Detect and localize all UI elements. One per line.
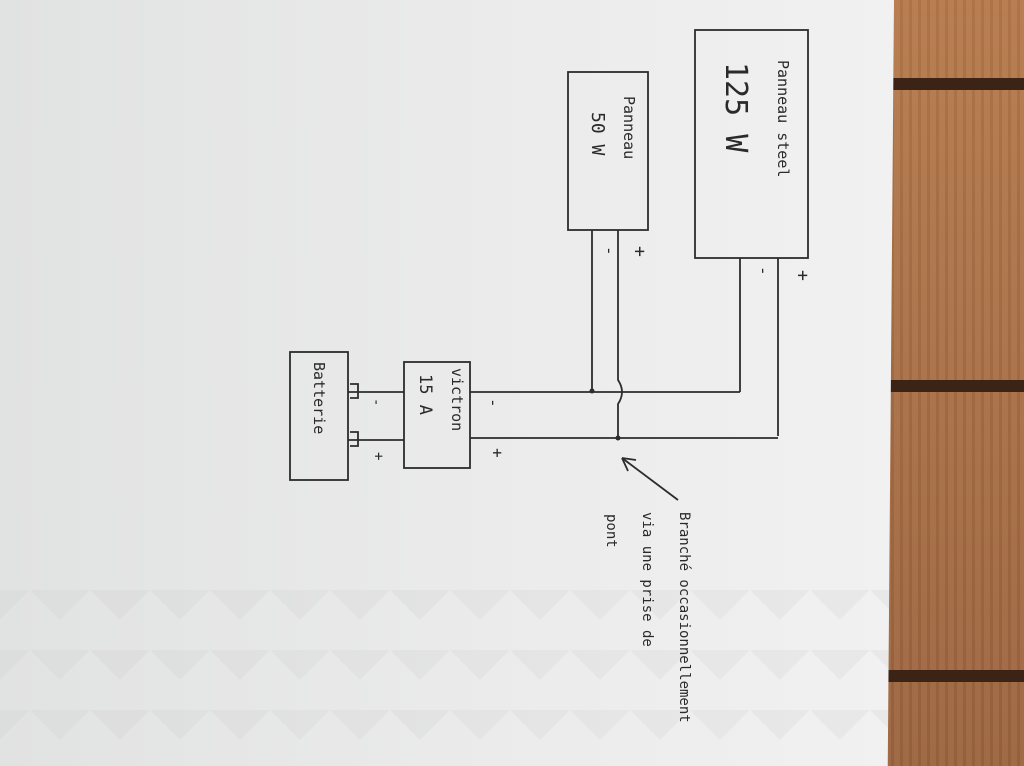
paper-pattern (0, 590, 890, 766)
panel-large-box (694, 29, 809, 259)
panel-small-plus: + (629, 246, 650, 257)
annotation-line2: via une prise de (639, 512, 655, 647)
annotation-arrow-line (621, 457, 679, 501)
plank-gap (880, 380, 1024, 392)
panel-large-power: 125 W (718, 62, 753, 153)
controller-minus: - (484, 398, 503, 408)
battery-label: Batterie (310, 362, 328, 434)
battery-box (289, 351, 349, 481)
controller-plus: + (488, 448, 507, 458)
junction-dot (615, 435, 621, 441)
panel-small-power: 50 W (587, 112, 608, 156)
controller-box (403, 361, 471, 469)
panel-large-plus: + (792, 270, 813, 281)
panel-small-minus: - (600, 246, 619, 256)
plank-gap (880, 78, 1024, 90)
paper-sheet (0, 0, 894, 766)
plank-gap (880, 670, 1024, 682)
panel-small-box (567, 71, 649, 231)
controller-label: victron (448, 368, 466, 431)
panel-large-minus: - (754, 266, 773, 276)
wire-small-plus (617, 230, 623, 438)
junction-dot (589, 388, 595, 394)
controller-current: 15 A (415, 374, 435, 415)
panel-large-label: Panneau steel (774, 60, 792, 177)
annotation-line1: Branché occasionnellement (676, 512, 692, 723)
panel-small-label: Panneau (620, 96, 638, 159)
battery-plus: + (370, 452, 386, 460)
battery-plus-terminal (350, 431, 359, 447)
annotation-line3: pont (603, 514, 619, 548)
battery-minus: - (368, 398, 384, 406)
battery-minus-terminal (350, 383, 359, 399)
annotation-arrow-head (621, 457, 637, 472)
